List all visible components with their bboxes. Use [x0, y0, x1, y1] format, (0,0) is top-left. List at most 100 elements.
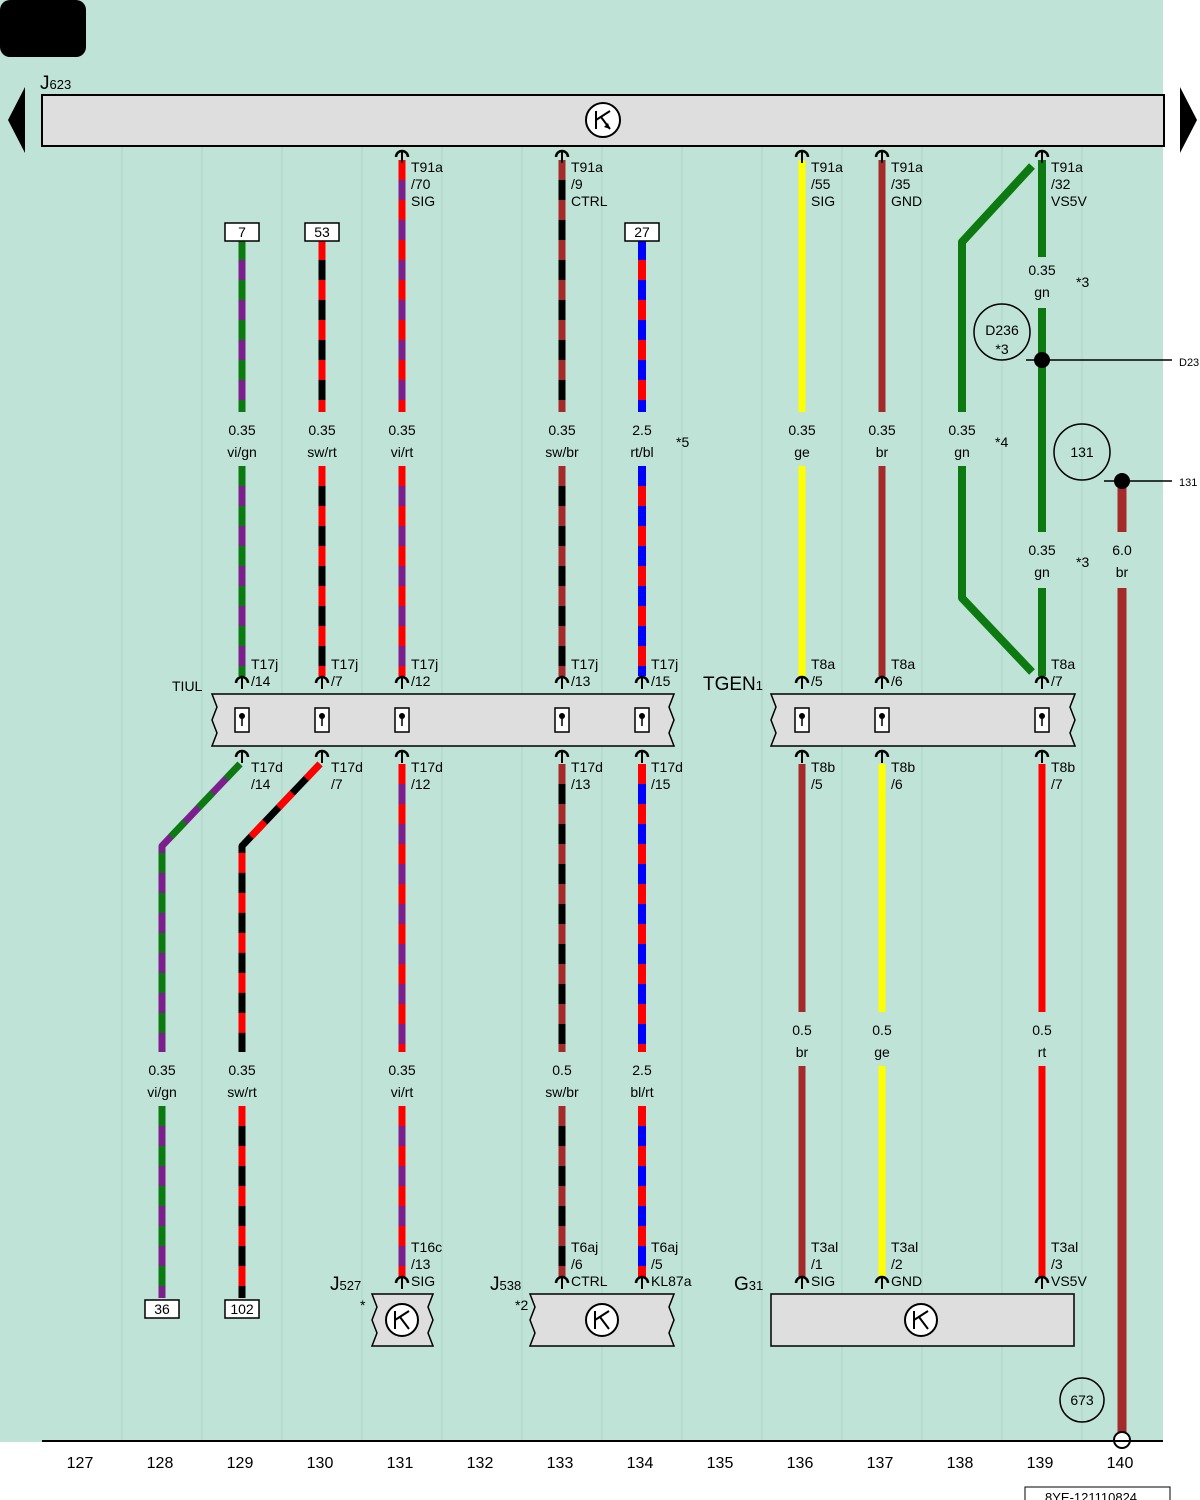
ground-circle-label: 673 — [1070, 1392, 1094, 1408]
reference-box — [144, 1299, 180, 1319]
wire-color-label: gn — [1034, 564, 1050, 580]
pin-number-label: /13 — [571, 776, 591, 792]
pin-label: T17j — [651, 656, 678, 672]
arrow-right-icon[interactable] — [1180, 87, 1197, 153]
footnote: *2 — [515, 1297, 528, 1313]
component-j538 — [528, 1293, 676, 1347]
reference-circle — [1053, 423, 1111, 481]
control-unit-icon — [585, 1303, 619, 1337]
pin-number-label: /1 — [811, 1256, 823, 1272]
pin-label: T17j — [251, 656, 278, 672]
wire-color-label: sw/br — [545, 1084, 579, 1100]
reference-box — [224, 222, 260, 242]
column-number: 134 — [627, 1455, 654, 1472]
column-number: 139 — [1027, 1455, 1054, 1472]
pin-number-label: /13 — [411, 1256, 431, 1272]
pin-label: T91a — [571, 159, 603, 175]
wire-color-label: br — [876, 444, 889, 460]
reference-box — [224, 1299, 260, 1319]
reference-box-label: 7 — [238, 224, 246, 240]
wire-vi-gn-stripe — [158, 761, 243, 1052]
wire-color-label: sw/rt — [227, 1084, 257, 1100]
pin-label: T6aj — [571, 1239, 598, 1255]
page-tag — [0, 0, 86, 57]
pin-number-label: /6 — [571, 1256, 583, 1272]
pin-label: T6aj — [651, 1239, 678, 1255]
arrow-left-icon[interactable] — [8, 87, 25, 153]
pin-signal-label: GND — [891, 193, 922, 209]
wire-color-label: bl/rt — [630, 1084, 653, 1100]
pin-signal-label: SIG — [811, 1273, 835, 1289]
reference-box-label: 102 — [230, 1301, 254, 1317]
wire-color-label: rt — [1038, 1044, 1047, 1060]
component-j527-label: J527 — [330, 1274, 361, 1295]
wire-size-label: 0.5 — [552, 1062, 572, 1078]
wire-size-label: 0.5 — [872, 1022, 892, 1038]
wire-color-label: gn — [954, 444, 970, 460]
reference-box-label: 53 — [314, 224, 330, 240]
pin-number-label: /9 — [571, 176, 583, 192]
junction-dot — [1114, 473, 1130, 489]
component-g31 — [770, 1293, 1075, 1347]
wire-color-label: gn — [1034, 284, 1050, 300]
footnote: *5 — [676, 434, 689, 450]
pin-label: T3al — [811, 1239, 838, 1255]
wire-size-label: 2.5 — [632, 1062, 652, 1078]
wire-size-label: 0.35 — [148, 1062, 175, 1078]
component-g31-label: G31 — [734, 1274, 763, 1295]
column-number: 128 — [147, 1455, 174, 1472]
splice-note: *3 — [995, 341, 1008, 357]
pin-number-label: /7 — [1051, 776, 1063, 792]
pin-signal-label: SIG — [411, 193, 435, 209]
doc-id: 8YE-121110824 — [1045, 1490, 1137, 1500]
pin-number-label: /2 — [891, 1256, 903, 1272]
column-number: 131 — [387, 1455, 414, 1472]
pin-label: T91a — [811, 159, 843, 175]
tgen-label: TGEN1 — [703, 674, 763, 695]
pin-label: T8b — [891, 759, 915, 775]
pin-signal-label: SIG — [811, 193, 835, 209]
wire-size-label: 0.35 — [1028, 262, 1055, 278]
pin-number-label: /14 — [251, 673, 271, 689]
component-j538-label: J538 — [490, 1274, 521, 1295]
reference-box-label: 27 — [634, 224, 650, 240]
footnote: * — [360, 1297, 366, 1313]
wire-size-label: 0.35 — [388, 422, 415, 438]
wire-size-label: 0.35 — [1028, 542, 1055, 558]
column-number: 127 — [67, 1455, 94, 1472]
wire-size-label: 0.35 — [388, 1062, 415, 1078]
pin-label: T17d — [251, 759, 283, 775]
pin-number-label: /35 — [891, 176, 911, 192]
pin-number-label: /5 — [811, 673, 823, 689]
pin-label: T8b — [1051, 759, 1075, 775]
wire-color-label: ge — [794, 444, 810, 460]
tiul-label: TIUL — [172, 678, 203, 694]
pin-number-label: /70 — [411, 176, 431, 192]
pin-label: T91a — [1051, 159, 1083, 175]
edge-label: D23 — [1179, 357, 1199, 369]
wire-gn-bypass — [958, 163, 1035, 412]
pin-number-label: /12 — [411, 776, 431, 792]
wire-color-label: sw/br — [545, 444, 579, 460]
wire-color-label: br — [1116, 564, 1129, 580]
wire-size-label: 6.0 — [1112, 542, 1132, 558]
wire-size-label: 0.35 — [948, 422, 975, 438]
pin-number-label: /14 — [251, 776, 271, 792]
wire-size-label: 0.35 — [548, 422, 575, 438]
doc-id-box — [1024, 1486, 1171, 1500]
pin-label: T8a — [891, 656, 915, 672]
wire-size-label: 0.35 — [868, 422, 895, 438]
pin-label: T91a — [411, 159, 443, 175]
pin-number-label: /5 — [651, 1256, 663, 1272]
pin-label: T8b — [811, 759, 835, 775]
pin-signal-label: VS5V — [1051, 193, 1087, 209]
reference-box-label: 36 — [154, 1301, 170, 1317]
pin-number-label: /3 — [1051, 1256, 1063, 1272]
reference-circle-label: 131 — [1070, 444, 1094, 460]
wire-color-label: rt/bl — [630, 444, 653, 460]
wire-sw-rt-stripe — [238, 761, 323, 1052]
column-number: 137 — [867, 1455, 894, 1472]
pin-label: T17j — [331, 656, 358, 672]
wire-size-label: 2.5 — [632, 422, 652, 438]
